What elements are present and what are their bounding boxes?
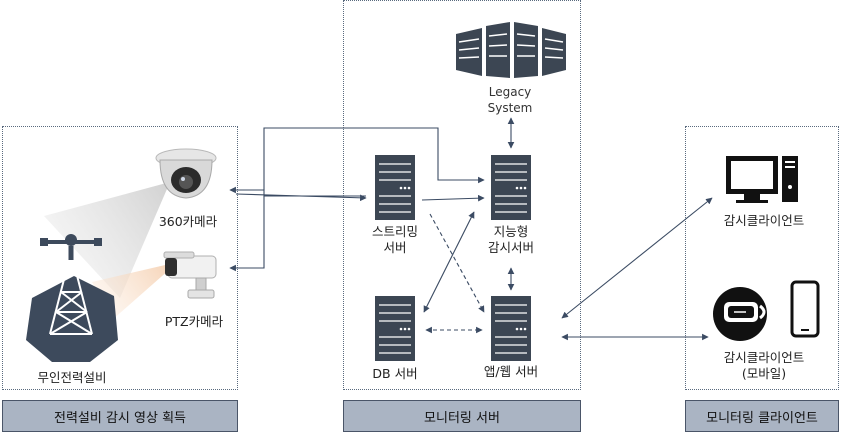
streaming-server-label-line2: 서버 bbox=[383, 240, 407, 255]
legacy-system-label-line2: System bbox=[487, 101, 533, 115]
db-server-label: DB 서버 bbox=[372, 366, 418, 381]
mobile-client-label-line1: 감시클라이언트 bbox=[723, 350, 805, 365]
camera-360-beam bbox=[44, 182, 170, 298]
arrow-streaming-to-intelligent bbox=[421, 194, 485, 202]
arrow-360-camera bbox=[229, 186, 366, 197]
arrow-camera-to-intelligent bbox=[263, 127, 485, 190]
intelligent-server-label-line1: 지능형 bbox=[493, 224, 529, 239]
desktop-pc-icon bbox=[726, 156, 798, 203]
camera-360-label: 360카메라 bbox=[158, 214, 218, 229]
streaming-server-icon bbox=[375, 155, 415, 220]
mobile-client-label-line2: (모바일) bbox=[741, 366, 787, 381]
legacy-system-icon bbox=[456, 22, 566, 78]
arrow-ptz-camera bbox=[229, 196, 265, 272]
app-web-server-icon bbox=[491, 296, 531, 361]
arrow-appweb-pc-client bbox=[561, 197, 713, 319]
dome-camera-icon bbox=[155, 148, 217, 199]
acquisition-panel bbox=[2, 126, 238, 390]
arrow-intelligent-db bbox=[423, 211, 475, 313]
pc-client-label: 감시클라이언트 bbox=[723, 213, 805, 228]
power-facility-label: 무인전력설비 bbox=[37, 370, 107, 385]
legacy-system-label-line1: Legacy bbox=[488, 85, 532, 99]
camera-ptz-label: PTZ카메라 bbox=[164, 314, 224, 329]
app-web-server-label: 앱/웹 서버 bbox=[483, 364, 539, 379]
smartphone-icon bbox=[790, 280, 820, 338]
ptz-camera-icon bbox=[163, 251, 217, 299]
intelligent-server-label-line2: 감시서버 bbox=[487, 240, 534, 255]
client-footer: 모니터링 클라이언트 bbox=[685, 400, 839, 432]
acquisition-footer: 전력설비 감시 영상 획득 bbox=[2, 400, 238, 432]
intelligent-server-icon bbox=[491, 155, 531, 220]
db-server-icon bbox=[375, 296, 415, 361]
power-tower-icon bbox=[26, 234, 118, 362]
server-footer: 모니터링 서버 bbox=[343, 400, 581, 432]
server-panel bbox=[343, 0, 581, 390]
vr-headset-icon bbox=[713, 287, 767, 341]
arrow-streaming-appweb bbox=[429, 213, 485, 313]
arrow-stream-from-camera bbox=[235, 193, 367, 202]
streaming-server-label-line1: 스트리밍 bbox=[371, 224, 418, 239]
